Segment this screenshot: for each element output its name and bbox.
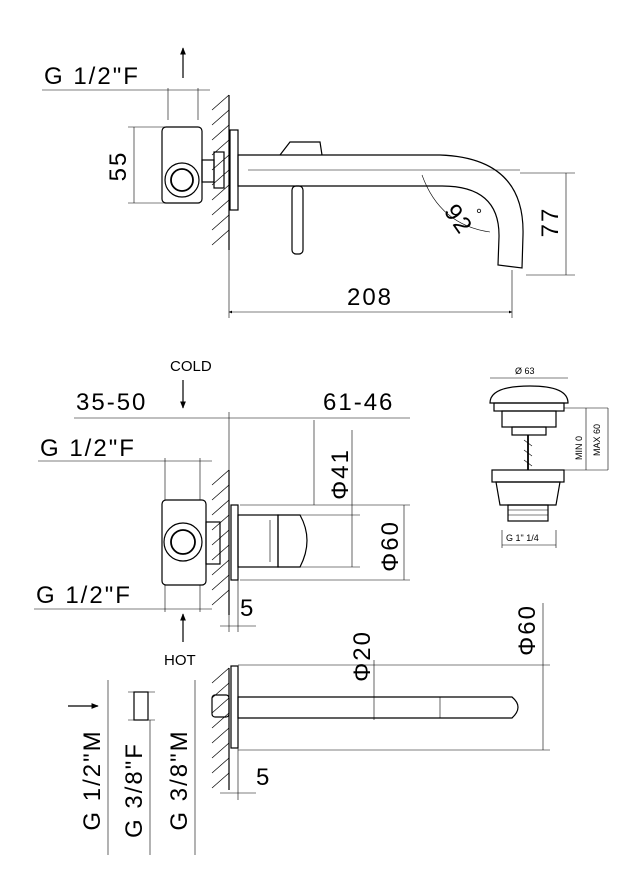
spout-bottom [237, 696, 519, 719]
height-dim-label: 55 [105, 151, 132, 182]
angle-arc [421, 174, 491, 233]
cover-inner-dia-label: Φ41 [327, 448, 354, 500]
min-label: MIN 0 [574, 436, 584, 460]
waste-cap [489, 385, 569, 404]
wall-plate-top [229, 129, 239, 211]
spout-dia-label: Φ20 [349, 630, 376, 682]
inlet-circle-middle [163, 522, 203, 562]
middle-view: COLD 35-50 61-46 G 1/2"F [34, 358, 410, 669]
wall-hatch-bottom [211, 667, 230, 789]
wall-hatch-top [211, 94, 230, 246]
inlet-thread-label-top: G 1/2"F [44, 63, 140, 90]
waste-thread-label: G 1" 1/4 [506, 533, 539, 543]
angle-dim-label: 92 [438, 199, 478, 240]
top-view: G 1/2"F 55 92 ° 77 2 [42, 47, 575, 318]
max-label: MAX 60 [592, 424, 602, 456]
wall-gap-label-middle: 5 [240, 595, 255, 622]
angle-unit-label: ° [476, 206, 482, 223]
wall-plate-bottom [230, 665, 239, 749]
inlet-circle-top [164, 162, 200, 198]
valve-body-middle [161, 499, 207, 586]
depth-range-label: 35-50 [76, 389, 147, 416]
drop-dim-label: 77 [537, 207, 564, 238]
upper-thread-label: G 1/2"F [40, 435, 136, 462]
cap-dia-label: Ø 63 [515, 366, 535, 376]
lower-thread-label: G 1/2"F [36, 582, 132, 609]
thread-label-3: G 3/8"M [166, 729, 193, 830]
projection-dim-label: 208 [347, 284, 393, 311]
thread-label-1: G 1/2"M [79, 729, 106, 830]
thread-label-2: G 3/8"F [121, 742, 148, 838]
cover-outer-dia-label: Φ60 [377, 520, 404, 572]
waste-body [491, 469, 565, 483]
hot-label: HOT [164, 652, 196, 669]
cold-label: COLD [170, 358, 212, 375]
plate-dia-label: Φ60 [514, 604, 541, 656]
cover-range-label: 61-46 [323, 389, 394, 416]
bottom-view: Φ20 Φ60 G 1/2"M G 3/8"F G 3/8 [68, 603, 550, 855]
waste-detail: Ø 63 MIN 0 MAX 60 G 1" 1/4 [489, 366, 609, 548]
spout-top [237, 154, 524, 269]
wall-gap-label-bottom: 5 [256, 764, 271, 791]
thread-end-icon [133, 691, 149, 721]
